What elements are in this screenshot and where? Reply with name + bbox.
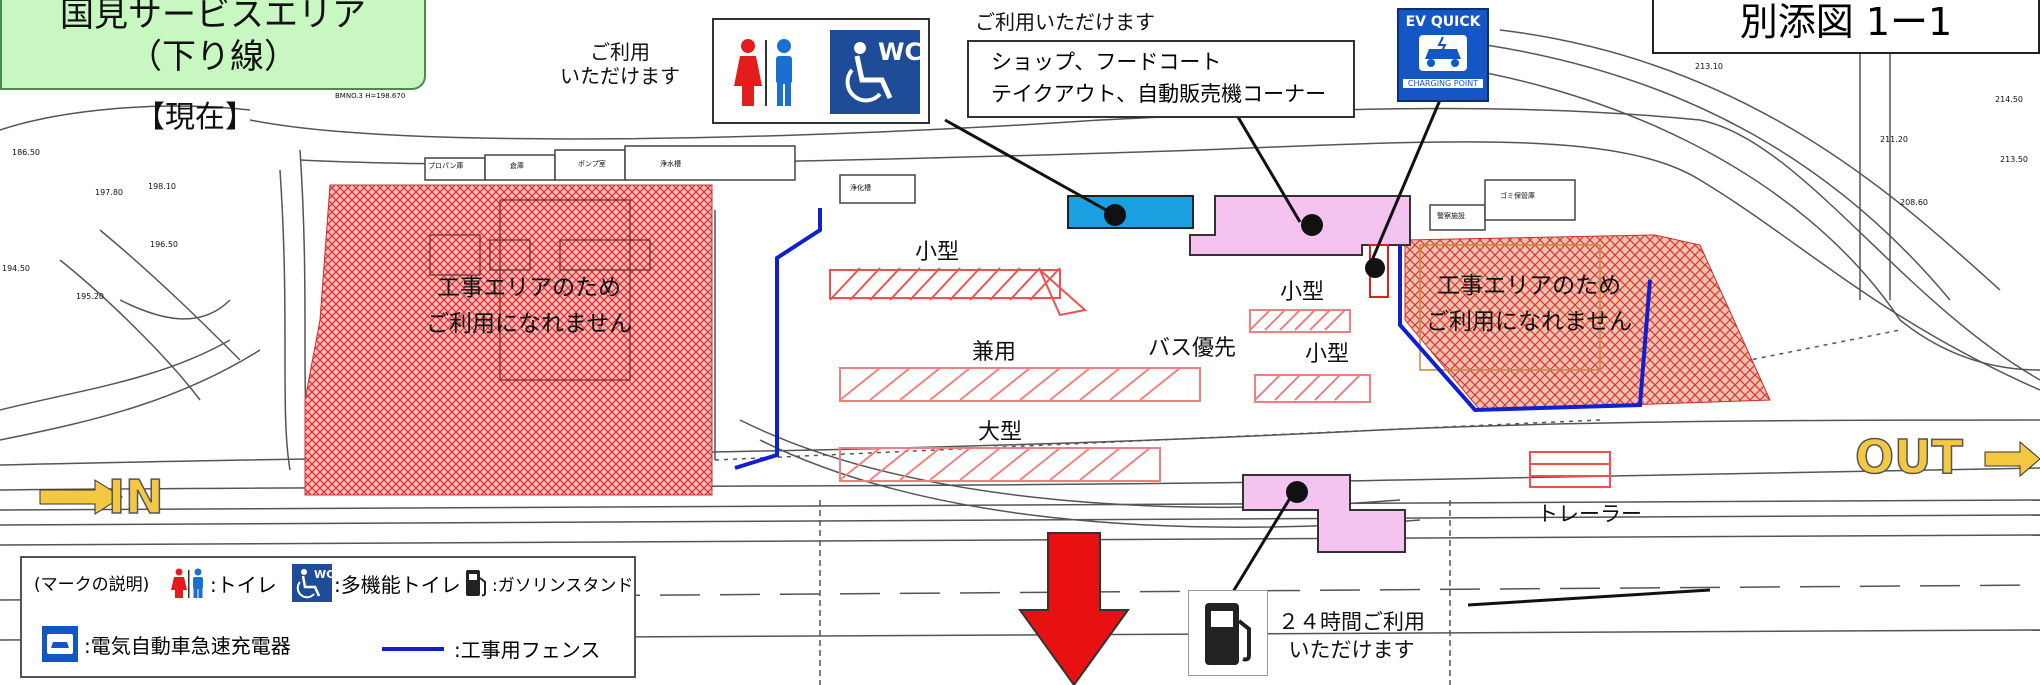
map-note: 198.10 [148, 182, 176, 191]
map-note: 214.50 [1995, 95, 2023, 104]
parking-label-small-1: 小型 [915, 240, 960, 265]
parking-label-large: 大型 [978, 420, 1023, 445]
legend-box: (マークの説明) :トイレ WC :多機能トイレ :ガソリンスタンド [20, 556, 636, 678]
legend-toilet-label: :トイレ [210, 572, 277, 597]
ev-charger-icon [42, 626, 78, 662]
in-arrow-icon [39, 479, 123, 515]
red-down-arrow-icon [1018, 532, 1130, 685]
wheelchair-icon: WC [830, 30, 923, 114]
map-note: 浄水槽 [660, 160, 681, 168]
gas-available-callout: ２４時間ご利用 いただけます [1278, 608, 1425, 664]
fence-line-right [1398, 245, 1652, 413]
ev-badge-bottom: CHARGING POINT [1403, 79, 1483, 88]
fence-line-icon [382, 646, 444, 651]
toilet-icon [171, 568, 203, 598]
shop-services-line-2: テイクアウト、自動販売機コーナー [991, 82, 1327, 106]
shop-marker [1301, 214, 1323, 236]
legend-toilet: :トイレ [168, 566, 277, 600]
map-note: 194.50 [2, 264, 30, 273]
map-note: 213.10 [1695, 62, 1723, 71]
legend-multi-toilet-label: :多機能トイレ [334, 572, 461, 597]
rest-area-title: 国見サービスエリア （下り線） [0, 0, 426, 90]
gas-pump-icon [466, 570, 486, 597]
construction-left-line-2: ご利用になれません [426, 311, 633, 337]
toilet-available-callout: ご利用 いただけます [560, 40, 680, 88]
parking-label-small-2: 小型 [1280, 280, 1325, 305]
map-note: プロパン庫 [428, 162, 464, 170]
shop-services-line-1: ショップ、フードコート [991, 50, 1222, 74]
parking-trailer [1529, 451, 1611, 488]
construction-right-line-1: 工事エリアのため [1437, 273, 1622, 299]
top-buildings [424, 145, 1576, 231]
map-note: ゴミ保管庫 [1500, 192, 1535, 200]
legend-heading: (マークの説明) [34, 575, 150, 595]
construction-right-line-2: ご利用になれません [1426, 309, 1633, 335]
construction-zone-left [304, 184, 713, 496]
parking-small-2 [1249, 309, 1371, 403]
map-note: 211.20 [1880, 135, 1908, 144]
construction-zone-right [1404, 234, 1771, 411]
gas-pump-icon [1188, 590, 1268, 676]
toilet-callout-line-1: ご利用 [590, 40, 650, 64]
map-note: ポンプ室 [578, 160, 606, 168]
svg-text:WC: WC [314, 568, 332, 581]
ev-charger-icon: EV QUICK CHARGING POINT [1397, 8, 1489, 102]
parking-mixed [839, 367, 1201, 402]
wc-text: WC [878, 38, 923, 66]
gas-callout-line-2: いただけます [1288, 638, 1415, 662]
ev-badge-top: EV QUICK [1405, 14, 1481, 30]
shop-available-callout: ご利用いただけます [975, 10, 1155, 34]
map-note: 213.50 [2000, 155, 2028, 164]
legend-fence-label: :工事用フェンス [454, 638, 601, 662]
fence-line-left [734, 208, 822, 470]
status-label: 【現在】 [135, 100, 255, 135]
parking-large [839, 447, 1161, 482]
reference-label: 別添図 1ー1 [1652, 0, 2040, 54]
map-note: 197.80 [95, 188, 123, 197]
toilet-callout-line-2: いただけます [560, 64, 680, 88]
legend-ev: :電気自動車急速充電器 [42, 626, 291, 662]
title-line-1: 国見サービスエリア [60, 0, 366, 35]
construction-inner-structure [1419, 244, 1601, 371]
legend-ev-label: :電気自動車急速充電器 [84, 633, 291, 658]
map-note: 208.60 [1900, 198, 1928, 207]
parking-label-bus-priority: バス優先 [1148, 336, 1237, 361]
parking-label-trailer: トレーラー [1537, 502, 1642, 526]
ev-marker [1365, 258, 1385, 278]
construction-notice-left: 工事エリアのため ご利用になれません [426, 270, 632, 342]
gas-callout-line-1: ２４時間ご利用 [1278, 610, 1425, 634]
parking-label-small-3: 小型 [1305, 342, 1350, 367]
exit-label: OUT [1854, 429, 1963, 485]
construction-notice-right: 工事エリアのため ご利用になれません [1426, 268, 1632, 340]
map-note: 186.50 [12, 148, 40, 157]
parking-small-1 [829, 267, 1088, 317]
entrance-label: IN [107, 469, 164, 525]
shop-building [1189, 195, 1411, 256]
callout-lines [944, 94, 1711, 607]
map-note: 警察施設 [1437, 212, 1465, 220]
toilet-icon [724, 30, 808, 114]
out-arrow-icon [1984, 440, 2040, 478]
map-note: BMNO.3 H=198.670 [335, 92, 406, 100]
parking-label-mixed: 兼用 [972, 340, 1017, 365]
map-note: 浄化槽 [850, 184, 871, 192]
construction-left-line-1: 工事エリアのため [437, 275, 622, 301]
shop-services-box: ショップ、フードコート テイクアウト、自動販売機コーナー [967, 40, 1355, 118]
map-note: 196.50 [150, 240, 178, 249]
legend-multi-toilet: WC :多機能トイレ [292, 564, 461, 602]
legend-fence: :工事用フェンス [382, 634, 600, 663]
gas-station-building [1242, 474, 1406, 553]
map-note: 倉庫 [510, 162, 524, 170]
legend-gas-label: :ガソリンスタンド [492, 575, 634, 596]
title-line-2: （下り線） [128, 37, 298, 77]
wheelchair-icon: WC [292, 564, 332, 602]
gas-marker [1286, 481, 1308, 503]
map-note: 195.20 [76, 292, 104, 301]
base-map-lines [0, 29, 2040, 685]
left-building-outline [429, 199, 651, 381]
toilet-marker [1104, 204, 1126, 226]
legend-gas: :ガソリンスタンド [462, 566, 633, 600]
